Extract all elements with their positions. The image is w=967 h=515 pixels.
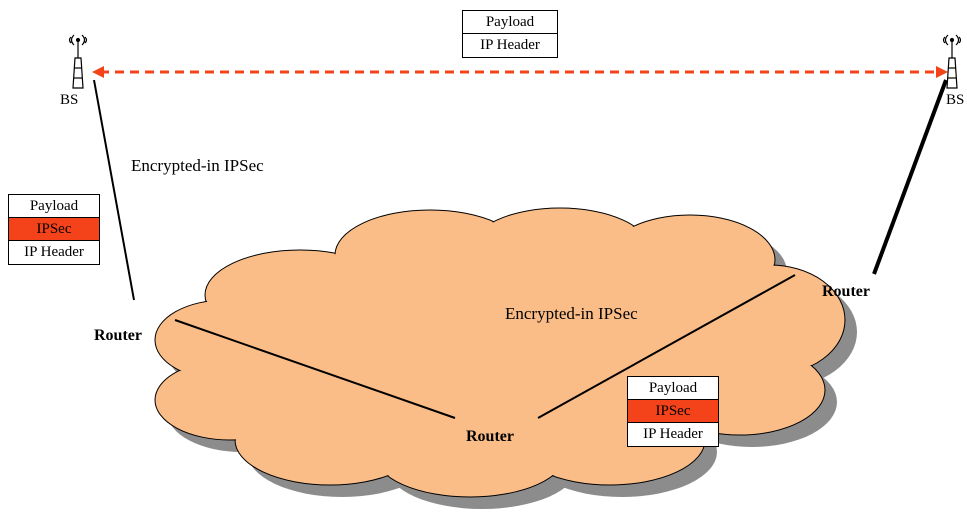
encrypted-label-cloud: Encrypted-in IPSec bbox=[505, 304, 638, 323]
packet-row-payload: Payload bbox=[9, 195, 99, 218]
packet-stack-left: Payload IPSec IP Header bbox=[8, 194, 100, 265]
packet-row-ipsec: IPSec bbox=[9, 218, 99, 241]
router-label-left: Router bbox=[94, 327, 142, 344]
router-label-right: Router bbox=[822, 283, 870, 300]
link-router-bottom-right bbox=[537, 274, 796, 419]
packet-row-ip-header: IP Header bbox=[24, 244, 84, 260]
bs-right-label: BS bbox=[946, 92, 965, 108]
packet-row-ip-header: IP Header bbox=[480, 37, 540, 53]
packet-stack-top: Payload IP Header bbox=[462, 10, 558, 58]
packet-row-ip-header: IP Header bbox=[643, 426, 703, 442]
antenna-icon-right bbox=[942, 34, 962, 89]
arrowhead-right bbox=[936, 66, 948, 78]
bs-left-label: BS bbox=[60, 92, 79, 108]
packet-row-ipsec: IPSec bbox=[628, 400, 718, 423]
encrypted-label-left: Encrypted-in IPSec bbox=[131, 156, 264, 175]
link-bs-left-router bbox=[93, 79, 135, 301]
packet-stack-bottom: Payload IPSec IP Header bbox=[627, 376, 719, 447]
antenna-icon-left bbox=[68, 34, 88, 89]
link-router-left-bottom bbox=[174, 319, 456, 419]
link-bs-right-router bbox=[872, 79, 948, 275]
packet-row-payload: Payload bbox=[628, 377, 718, 400]
router-label-bottom: Router bbox=[466, 428, 514, 445]
cloud-network bbox=[156, 209, 844, 496]
arrowhead-left bbox=[92, 66, 104, 78]
packet-row-payload: Payload bbox=[463, 11, 557, 34]
